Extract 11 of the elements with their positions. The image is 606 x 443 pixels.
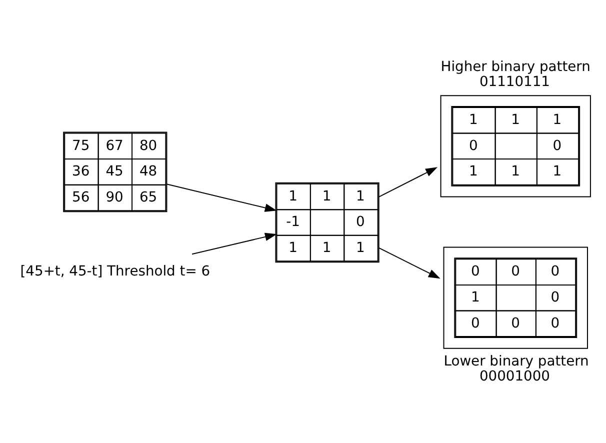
arrow xyxy=(378,166,438,197)
node-label: Lower binary pattern xyxy=(444,352,589,369)
arrow xyxy=(192,232,277,254)
node-label: 00001000 xyxy=(479,368,550,384)
arrow xyxy=(378,246,440,278)
node-text: [45+t, 45-t] Threshold t= 6 xyxy=(20,263,210,280)
node-box: 0 0 0 1 0 0 0 0 xyxy=(443,246,588,348)
node-box: 1 1 1 0 0 1 1 1 xyxy=(440,94,591,197)
node-label: 01110111 xyxy=(479,73,550,90)
arrow xyxy=(166,183,277,212)
node-label: Higher binary pattern xyxy=(440,58,590,75)
